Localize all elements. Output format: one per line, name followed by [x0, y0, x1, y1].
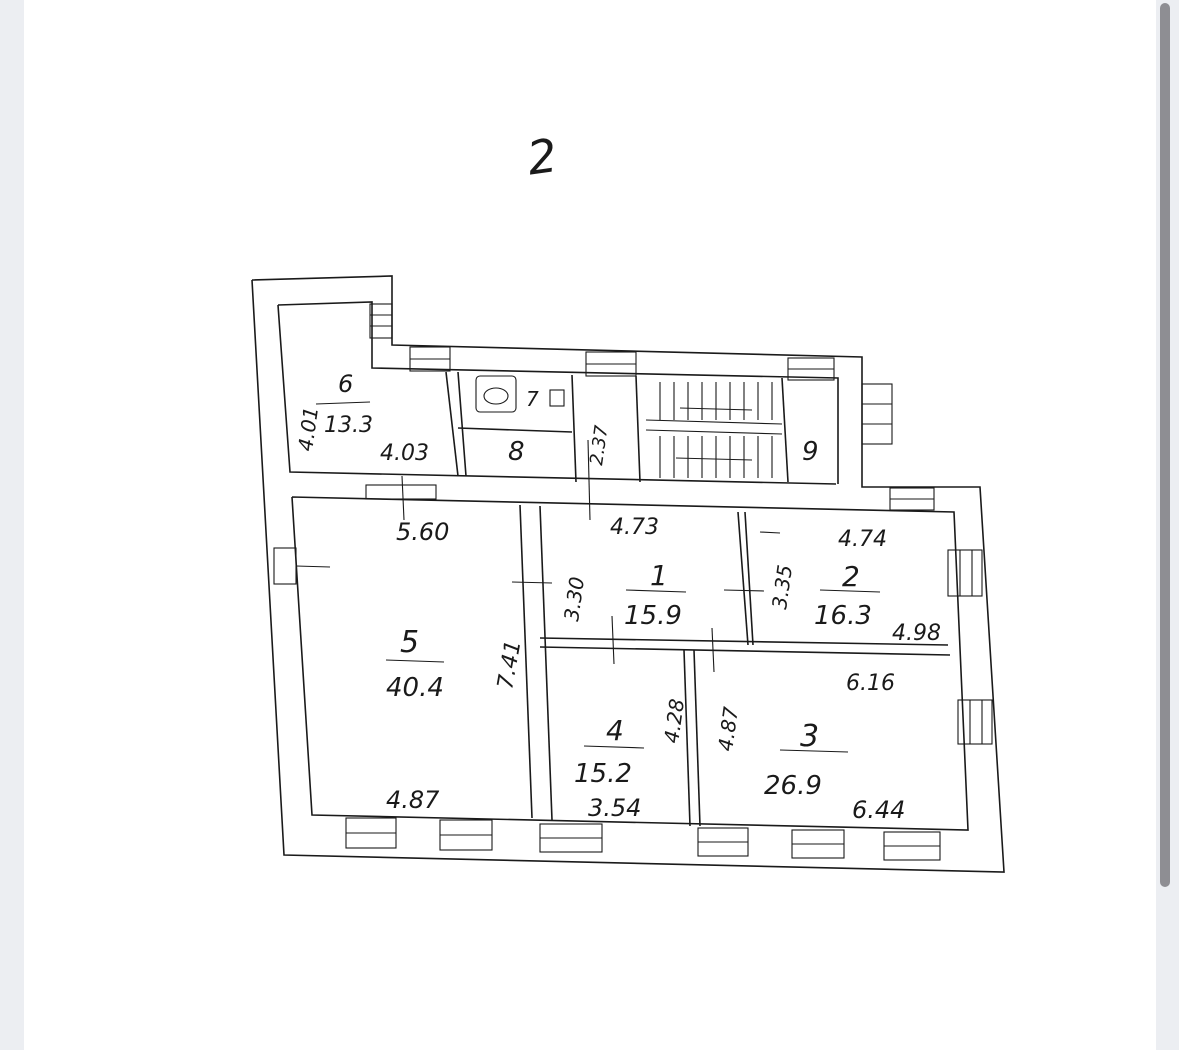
room-labels: 6 13.3 7 8 9 5 40.4 1 15.9 2 16.3 3 26.9…	[324, 370, 872, 801]
dim-4-01: 4.01	[293, 405, 323, 452]
document-page	[24, 0, 1156, 1050]
room-2-number: 2	[842, 560, 860, 593]
dim-5-60: 5.60	[396, 518, 449, 546]
wc-fixtures	[475, 375, 565, 413]
dim-3-35: 3.35	[767, 563, 797, 610]
fraction-bars	[315, 401, 881, 753]
dimension-ticks	[295, 439, 781, 673]
dim-4-03: 4.03	[380, 441, 429, 466]
dim-2-37: 2.37	[586, 424, 612, 467]
dim-4-74: 4.74	[838, 527, 887, 552]
room-6-number: 6	[338, 370, 353, 398]
room-6-area: 13.3	[324, 413, 373, 438]
scrollbar[interactable]	[1160, 3, 1170, 887]
dim-4-98: 4.98	[892, 621, 941, 646]
dim-4-87-b: 4.87	[713, 705, 743, 753]
dim-4-87: 4.87	[386, 786, 440, 814]
dim-6-44: 6.44	[852, 796, 905, 824]
room-4-number: 4	[606, 714, 624, 747]
dim-4-28: 4.28	[659, 697, 689, 744]
sheet-number: 2	[524, 128, 561, 186]
dim-3-54: 3.54	[588, 794, 641, 822]
windows	[273, 303, 993, 861]
dim-4-73: 4.73	[610, 515, 659, 540]
room-1-number: 1	[650, 559, 668, 592]
dimension-labels: 4.01 4.03 2.37 5.60 7.41 4.87 4.73 3.30 …	[293, 405, 941, 824]
room-4-area: 15.2	[574, 759, 632, 789]
room-1-area: 15.9	[624, 601, 682, 631]
dim-6-16: 6.16	[846, 671, 895, 696]
room-8-number: 8	[508, 437, 525, 467]
room-2-area: 16.3	[814, 601, 872, 631]
room-3-number: 3	[800, 719, 819, 754]
staircase	[645, 382, 783, 478]
dim-7-41: 7.41	[493, 638, 526, 691]
room-9-number: 9	[802, 437, 819, 467]
interior-walls	[445, 371, 951, 827]
room-5-area: 40.4	[386, 673, 444, 703]
room-7-number: 7	[526, 387, 539, 411]
outer-walls	[251, 275, 1005, 873]
dim-3-30: 3.30	[559, 575, 589, 622]
room-5-number: 5	[400, 625, 419, 660]
room-3-area: 26.9	[764, 771, 822, 801]
